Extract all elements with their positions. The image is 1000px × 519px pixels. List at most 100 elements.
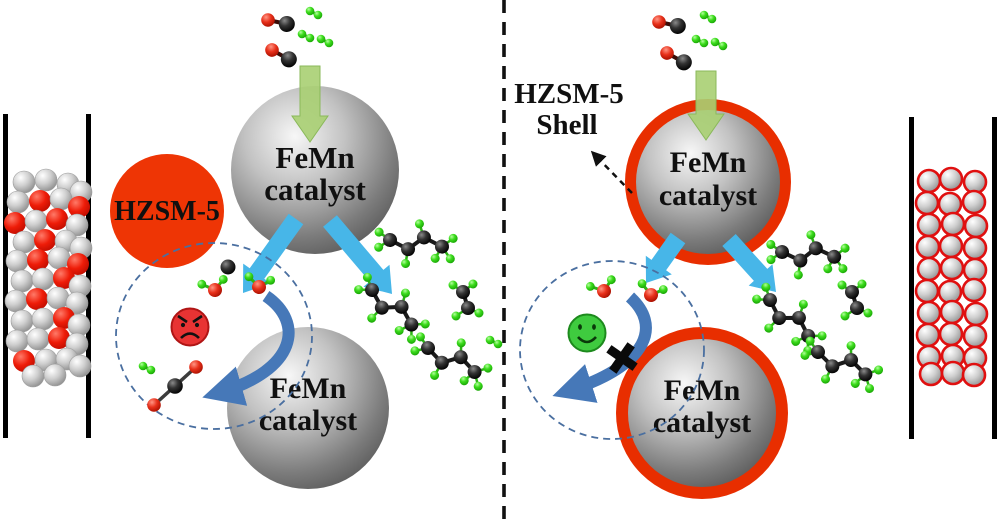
zeolite-label: HZSM-5 <box>114 196 220 227</box>
coreshell-catalyst-particle <box>938 321 964 347</box>
coreshell-catalyst-particle <box>962 257 988 283</box>
carbon-atom <box>220 259 236 275</box>
right-top-sphere-label-line1: FeMn <box>670 146 747 179</box>
catalyst-particle <box>67 313 91 337</box>
product-arrow-right <box>323 215 392 294</box>
left-reactor-mixed-bed <box>4 168 93 388</box>
catalyst-particle <box>34 168 58 192</box>
water-molecule <box>583 272 622 304</box>
hydrocarbon-molecule <box>402 325 500 395</box>
catalyst-particle <box>5 249 29 273</box>
right-bottom-sphere-label-line1: FeMn <box>664 374 741 407</box>
catalyst-particle <box>43 363 67 387</box>
coreshell-catalyst-particle <box>938 233 964 259</box>
hydrocarbon-molecule <box>793 329 890 397</box>
coreshell-catalyst-particle <box>939 255 965 281</box>
water-molecule <box>195 272 232 302</box>
right-top-femn-sphere-coreshell <box>625 99 791 265</box>
catalyst-particle <box>12 230 36 254</box>
water-recycle-arrow <box>202 291 295 406</box>
coreshell-catalyst-particle <box>916 168 942 194</box>
shell-annotation-arrow <box>590 150 633 194</box>
coreshell-catalyst-particle <box>914 278 940 304</box>
left-reactor-tube <box>3 114 93 438</box>
feed-down-arrow <box>291 65 329 143</box>
h2-molecule <box>709 36 729 52</box>
zeolite-particle <box>27 249 49 271</box>
right-feed-molecules <box>652 9 729 75</box>
coreshell-catalyst-particle <box>939 299 965 325</box>
right-reactor-tube <box>909 117 997 439</box>
catalyst-particle <box>12 170 36 194</box>
zeolite-particle <box>26 288 48 310</box>
left-top-sphere-label-line1: FeMn <box>275 140 354 175</box>
catalyst-particle <box>31 307 55 331</box>
blocked-cross-icon <box>606 342 638 374</box>
coreshell-catalyst-particle <box>961 189 987 215</box>
coreshell-catalyst-particle <box>916 256 942 282</box>
angry-face-icon <box>170 307 210 347</box>
zeolite-particle <box>29 190 51 212</box>
catalyst-particle <box>24 209 48 233</box>
h2-molecule <box>484 334 504 350</box>
water-recycle-arrow-blocked <box>552 292 652 403</box>
coreshell-catalyst-particle <box>918 361 944 387</box>
hydrocarbon-molecule <box>344 267 440 348</box>
left-bottom-sphere-label-line1: FeMn <box>270 372 347 405</box>
coreshell-catalyst-particle <box>914 190 940 216</box>
hzsm5-zeolite-circle <box>110 154 224 268</box>
catalyst-particle <box>5 329 29 353</box>
co-molecule <box>261 13 296 33</box>
right-bottom-sphere-label-line2: catalyst <box>653 406 751 439</box>
coreshell-catalyst-particle <box>962 323 988 349</box>
right-panel: FeMn catalyst HZSM-5 Shell FeMn catalyst <box>514 9 997 499</box>
coreshell-catalyst-particle <box>916 300 942 326</box>
co-molecule <box>654 42 697 75</box>
hydrocarbon-molecule <box>761 223 855 286</box>
catalyst-particle <box>4 289 28 313</box>
coreshell-catalyst-particle <box>963 301 989 327</box>
coreshell-catalyst-particle <box>962 169 988 195</box>
shell-label-line1: HZSM-5 <box>514 78 624 110</box>
coreshell-catalyst-particle <box>916 212 942 238</box>
zeolite-particle <box>67 253 89 275</box>
catalyst-particle <box>65 213 89 237</box>
happy-face-icon <box>567 313 607 353</box>
zeolite-particle <box>4 212 26 234</box>
co-molecule <box>259 39 302 72</box>
coreshell-catalyst-particle <box>915 322 941 348</box>
co-molecule <box>652 15 687 35</box>
h2-molecule <box>304 5 324 21</box>
catalyst-particle <box>46 286 70 310</box>
coreshell-catalyst-particle <box>937 279 963 305</box>
zeolite-particle <box>68 196 90 218</box>
left-panel: HZSM-5 FeMn catalyst FeMn catalyst <box>3 5 504 489</box>
hydrocarbon-molecule <box>446 277 486 323</box>
coreshell-catalyst-particle <box>937 191 963 217</box>
catalyst-particle <box>6 190 30 214</box>
right-reactor-coreshell-bed <box>914 166 989 388</box>
coreshell-catalyst-particle <box>961 277 987 303</box>
left-bottom-femn-sphere: FeMn catalyst <box>227 327 389 489</box>
catalyst-particle <box>26 327 50 351</box>
catalyst-particle <box>10 269 34 293</box>
coreshell-catalyst-particle <box>940 211 966 237</box>
right-top-sphere-label-line2: catalyst <box>659 179 757 212</box>
h2-molecule <box>296 28 316 44</box>
left-top-sphere-label-line2: catalyst <box>264 172 366 207</box>
catalyst-particle <box>10 309 34 333</box>
h2-molecule <box>315 33 335 49</box>
feed-down-arrow <box>687 70 725 141</box>
catalyst-particle <box>31 267 55 291</box>
left-top-femn-sphere <box>231 86 399 254</box>
h2-molecule <box>137 360 157 376</box>
coreshell-catalyst-particle <box>963 213 989 239</box>
left-feed-molecules <box>259 5 335 72</box>
coreshell-catalyst-particle <box>961 362 987 388</box>
zeolite-particle <box>46 208 68 230</box>
hydrocarbon-molecule <box>369 213 463 274</box>
coreshell-catalyst-particle <box>940 360 966 386</box>
water-zone-dashed-circle <box>115 242 313 430</box>
